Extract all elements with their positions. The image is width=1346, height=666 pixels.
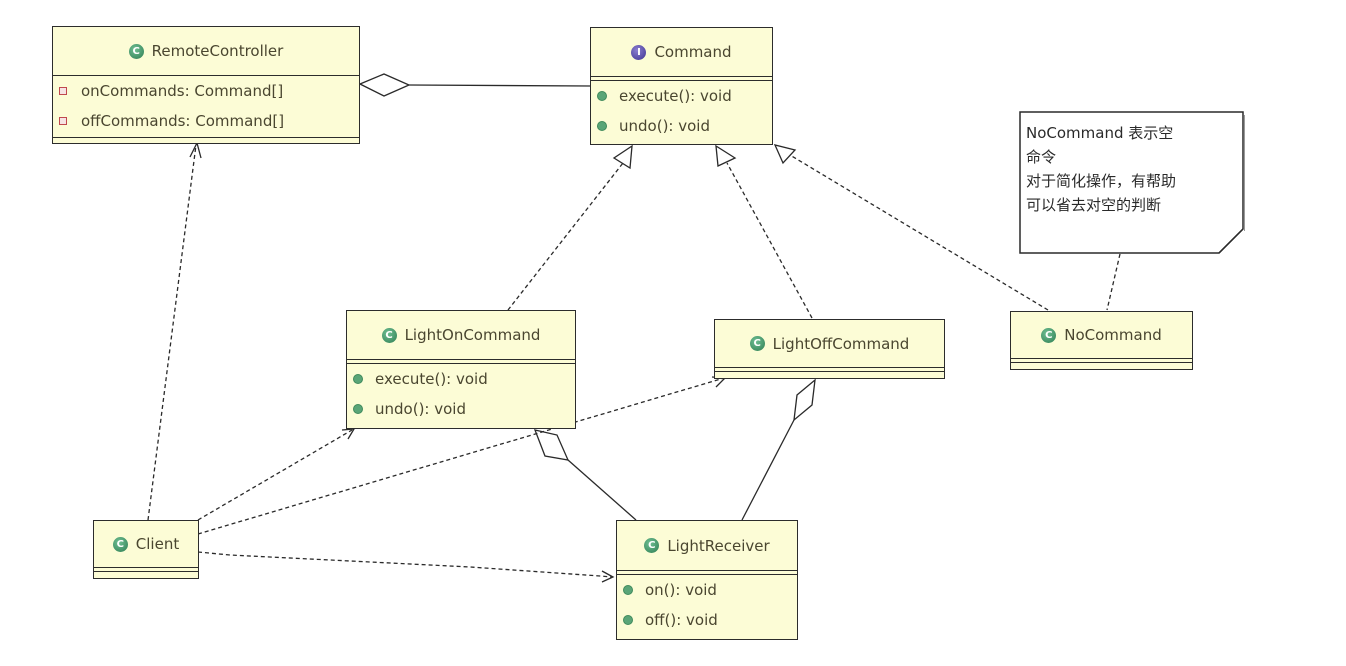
dependency-arrowhead-lighton [341,428,356,440]
realization-line-lightoff-command [726,162,813,319]
aggregation-diamond-lightoff [793,378,816,422]
method-text: undo(): void [375,400,466,418]
class-icon: C [128,43,144,59]
class-name: LightReceiver [667,536,770,555]
public-method-icon [353,374,363,384]
note-line: 对于简化操作，有帮助 [1026,172,1177,190]
note-line: 命令 [1026,148,1057,166]
divider [94,567,198,572]
public-method-icon [597,121,607,131]
note-text: NoCommand 表示空 命令 对于简化操作，有帮助 可以省去对空的判断 [1026,121,1238,217]
dependency-line-client-lightoff [197,377,725,535]
public-method-icon [623,615,633,625]
class-remote-controller[interactable]: C RemoteController onCommands: Command[]… [52,26,360,144]
aggregation-diamond-remote [358,73,411,97]
method-text: undo(): void [619,117,710,135]
dependency-line-client-lighton [197,429,353,521]
realization-arrowhead-lighton [612,144,633,170]
private-field-icon [59,117,67,125]
method-text: execute(): void [619,87,732,105]
method-text: off(): void [645,611,718,629]
note-shape [1019,111,1245,254]
class-header: C NoCommand [1011,312,1192,358]
realization-arrowhead-nocommand [773,144,797,165]
class-light-off-command[interactable]: C LightOffCommand [714,319,945,379]
note-line: 可以省去对空的判断 [1026,196,1162,214]
method-row[interactable]: off(): void [623,605,797,635]
aggregation-line-lighton-receiver [567,459,637,521]
dependency-line-client-remote [147,144,197,521]
divider [591,76,772,81]
divider [617,570,797,575]
method-row[interactable]: undo(): void [597,111,772,141]
class-header: I Command [591,28,772,76]
method-row[interactable]: execute(): void [597,81,772,111]
method-text: on(): void [645,581,717,599]
class-name: RemoteController [151,42,284,60]
class-icon: C [112,536,128,552]
realization-line-nocommand-command [789,154,1049,311]
interface-icon: I [631,44,647,60]
aggregation-line-lightoff-receiver [741,419,795,521]
class-icon: C [749,336,765,351]
realization-arrowhead-lightoff [715,144,737,167]
note-line: NoCommand 表示空 [1026,124,1174,142]
public-method-icon [623,585,633,595]
divider [53,75,359,76]
public-method-icon [353,404,363,414]
method-row[interactable]: on(): void [623,575,797,605]
field-text: offCommands: Command[] [81,112,285,130]
class-light-on-command[interactable]: C LightOnCommand execute(): void undo():… [346,310,576,429]
field-row[interactable]: onCommands: Command[] [59,76,359,106]
class-no-command[interactable]: C NoCommand [1010,311,1193,370]
class-name: Command [654,43,732,61]
realization-line-lighton-command [507,162,624,311]
method-text: execute(): void [375,370,488,388]
public-method-icon [597,91,607,101]
class-header: C LightOnCommand [347,311,575,359]
divider [715,367,944,372]
class-header: C LightOffCommand [715,320,944,367]
divider [1011,358,1192,363]
class-icon: C [381,327,397,343]
class-name: Client [135,535,180,553]
aggregation-line-remote-command [408,84,592,87]
dependency-arrowhead-receiver [601,570,615,583]
field-row[interactable]: offCommands: Command[] [59,106,359,136]
class-header: C LightReceiver [617,521,797,570]
class-header: C Client [94,521,198,567]
interface-command[interactable]: I Command execute(): void undo(): void [590,27,773,145]
dependency-line-client-receiver [197,551,613,578]
aggregation-diamond-lighton [533,429,570,461]
class-header: C RemoteController [53,27,359,75]
class-name: LightOnCommand [404,326,541,344]
note-link-line [1106,253,1121,311]
private-field-icon [59,87,67,95]
class-icon: C [1041,327,1057,343]
divider [347,359,575,364]
method-row[interactable]: execute(): void [353,364,575,394]
class-name: LightOffCommand [772,334,910,353]
class-icon: C [644,538,660,553]
methods-compartment [53,137,359,143]
field-text: onCommands: Command[] [81,82,284,100]
method-row[interactable]: undo(): void [353,394,575,424]
class-light-receiver[interactable]: C LightReceiver on(): void off(): void [616,520,798,640]
class-client[interactable]: C Client [93,520,199,579]
class-name: NoCommand [1064,326,1162,344]
note[interactable]: NoCommand 表示空 命令 对于简化操作，有帮助 可以省去对空的判断 [1019,111,1245,254]
